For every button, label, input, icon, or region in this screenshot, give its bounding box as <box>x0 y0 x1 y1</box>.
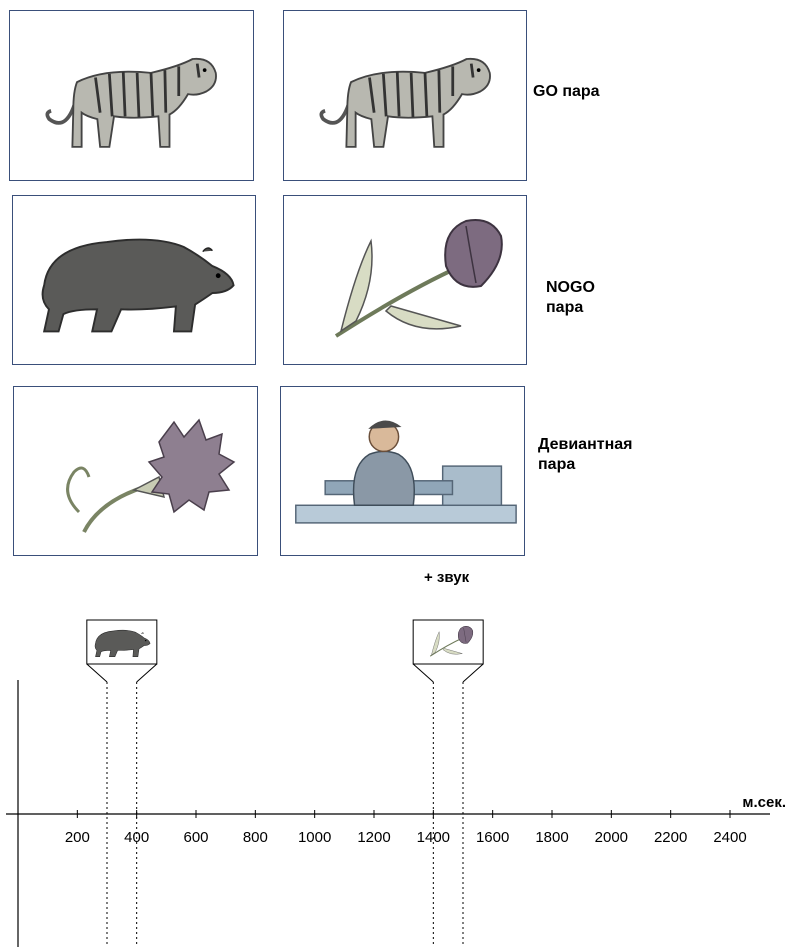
x-tick-label: 1800 <box>535 829 568 846</box>
x-tick-label: 800 <box>243 829 268 846</box>
window-bracket-line <box>413 664 433 682</box>
stimulus-timeline: 200 400 600 800 1000 1200 1400 1600 1800 2000 2200… <box>0 600 788 947</box>
tiger-icon <box>10 11 253 180</box>
tulip-icon <box>284 196 526 364</box>
x-tick-label: 1000 <box>298 829 331 846</box>
stimulus-windows <box>87 620 483 947</box>
go-pair-card-2 <box>283 10 527 181</box>
x-axis-ticks: 200 400 600 800 1000 1200 1400 1600 1800 2000 2200… <box>65 810 747 846</box>
bear-icon <box>13 196 255 364</box>
x-tick-label: 1400 <box>417 829 450 846</box>
deviant-pair-label: Девиантная пара <box>538 435 632 475</box>
carnation-icon <box>14 387 257 555</box>
stimulus-thumbnail-frame <box>413 620 483 664</box>
x-tick-label: 1200 <box>357 829 390 846</box>
tiger-icon <box>284 11 526 180</box>
nogo-pair-card-2 <box>283 195 527 365</box>
stimulus-window <box>87 620 157 947</box>
x-tick-label: 200 <box>65 829 90 846</box>
go-pair-card-1 <box>9 10 254 181</box>
x-tick-label: 1600 <box>476 829 509 846</box>
deviant-pair-card-1 <box>13 386 258 556</box>
deviant-pair-card-2 <box>280 386 525 556</box>
nogo-pair-label: NOGO пара <box>546 278 595 318</box>
x-tick-label: 2400 <box>713 829 746 846</box>
sound-note: + звук <box>424 569 469 586</box>
window-bracket-line <box>87 664 107 682</box>
stimulus-window <box>413 620 483 947</box>
x-tick-label: 2200 <box>654 829 687 846</box>
x-tick-label: 2000 <box>595 829 628 846</box>
x-tick-label: 600 <box>183 829 208 846</box>
go-pair-label: GO пара <box>533 82 600 102</box>
window-bracket-line <box>463 664 483 682</box>
lathe-worker-icon <box>281 387 524 555</box>
x-tick-label: 400 <box>124 829 149 846</box>
x-axis-unit-label: м.сек. <box>742 794 786 811</box>
nogo-pair-card-1 <box>12 195 256 365</box>
window-bracket-line <box>137 664 157 682</box>
